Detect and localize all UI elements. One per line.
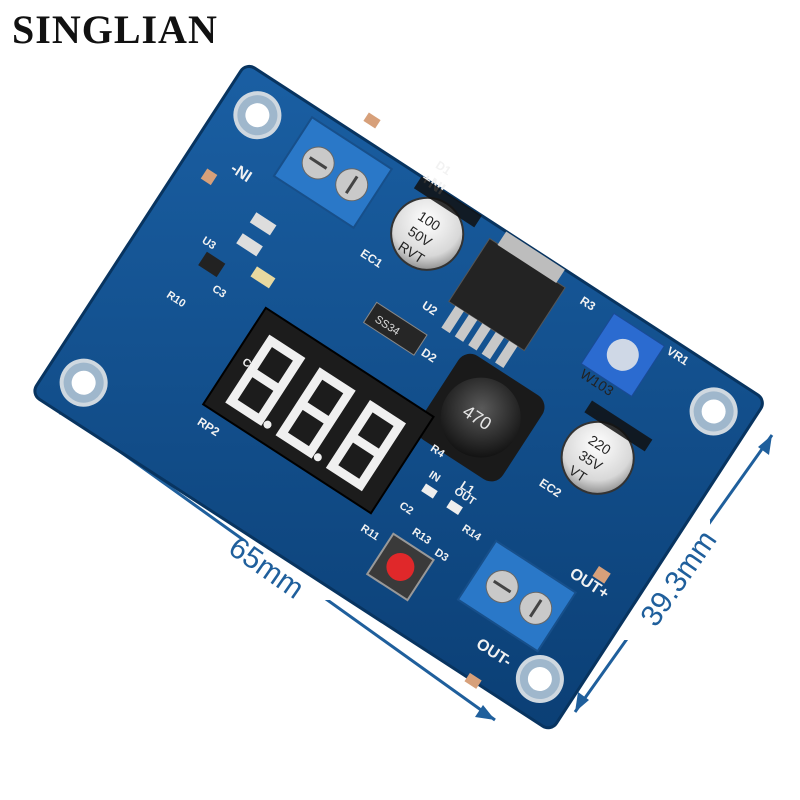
seven-segment-display <box>201 306 435 515</box>
smd-resistor <box>249 212 277 236</box>
mounting-hole <box>515 655 564 704</box>
push-button <box>365 532 435 602</box>
copper-pad <box>200 168 218 186</box>
regulator-ic <box>441 231 566 368</box>
mounting-hole <box>59 358 108 407</box>
in-led <box>421 483 438 499</box>
copper-pad <box>363 112 381 129</box>
transistor-u3 <box>198 251 226 278</box>
copper-pad <box>464 672 482 689</box>
mounting-hole <box>233 91 282 140</box>
label-d1: D1 <box>433 158 454 178</box>
inductor: 470 <box>416 353 545 482</box>
copper-pad <box>592 565 611 584</box>
brand-logo: SINGLIAN <box>12 7 218 52</box>
output-terminal-block <box>456 539 578 653</box>
label-l1: L1 <box>458 478 478 498</box>
out-led <box>446 499 463 515</box>
smd-resistor <box>236 233 263 257</box>
input-terminal-block <box>272 115 394 230</box>
input-capacitor: 100 50V RVT <box>390 176 482 271</box>
output-capacitor: 220 35V VT <box>560 400 653 495</box>
mounting-hole <box>689 387 738 436</box>
potentiometer: W103 <box>577 312 665 399</box>
schottky-diode: SS34 <box>362 301 428 356</box>
smd-capacitor <box>250 266 276 289</box>
